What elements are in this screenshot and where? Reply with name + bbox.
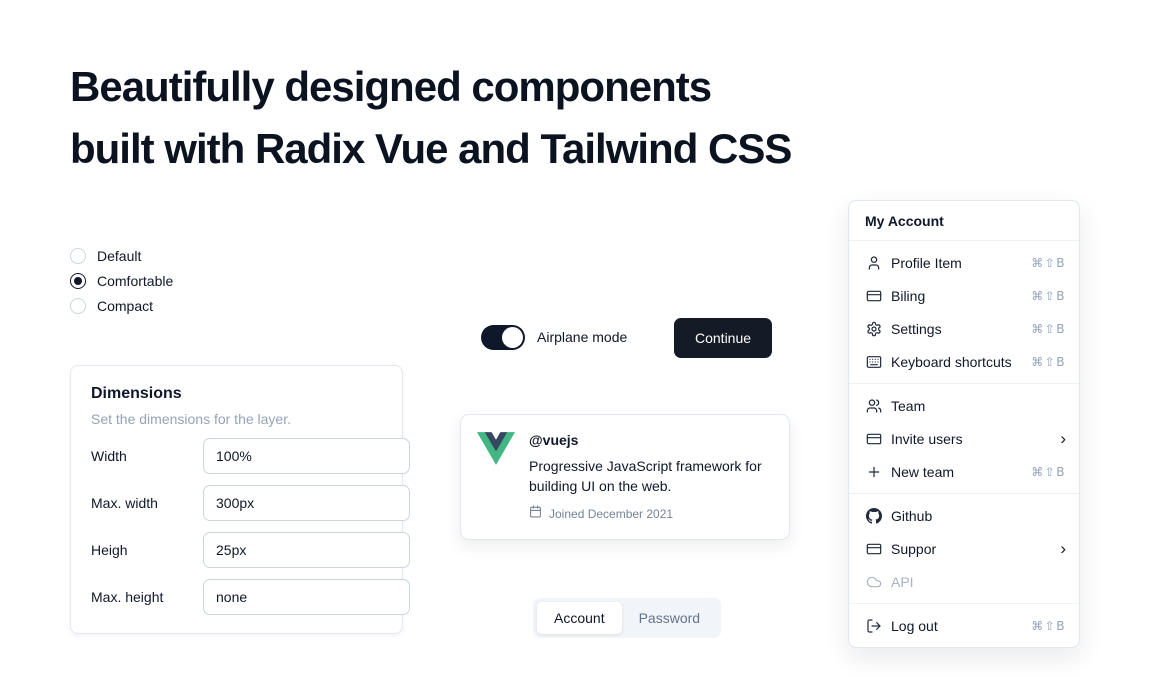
chevron-right-icon: › bbox=[1060, 539, 1066, 558]
shortcut-hint: ⌘⇧B bbox=[1031, 618, 1066, 633]
dimensions-row-max-width: Max. width bbox=[91, 485, 410, 521]
height-label: Heigh bbox=[91, 542, 128, 558]
airplane-mode-label: Airplane mode bbox=[537, 329, 628, 345]
tab-account[interactable]: Account bbox=[537, 602, 622, 634]
menu-item-team[interactable]: Team bbox=[849, 389, 1079, 422]
dimensions-card-title: Dimensions bbox=[91, 385, 182, 402]
menu-item-keyboard-shortcuts[interactable]: Keyboard shortcuts ⌘⇧B bbox=[849, 345, 1079, 378]
vue-logo-icon bbox=[477, 432, 515, 523]
account-dropdown-menu: My Account Profile Item ⌘⇧B Biling ⌘⇧B bbox=[848, 200, 1080, 648]
page-title-line-2: built with Radix Vue and Tailwind CSS bbox=[70, 125, 792, 172]
shortcut-hint: ⌘⇧B bbox=[1031, 321, 1066, 336]
width-label: Width bbox=[91, 448, 127, 464]
vuejs-handle: @vuejs bbox=[529, 432, 579, 448]
density-radio-group: Default Comfortable Compact bbox=[70, 248, 173, 314]
radio-label: Compact bbox=[97, 298, 154, 314]
shortcut-hint: ⌘⇧B bbox=[1031, 354, 1066, 369]
switch-knob bbox=[502, 326, 523, 348]
gear-icon bbox=[865, 320, 882, 337]
max-height-label: Max. height bbox=[91, 589, 164, 605]
user-icon bbox=[865, 254, 882, 271]
menu-item-invite-users[interactable]: Invite users › bbox=[849, 422, 1079, 455]
menu-item-profile[interactable]: Profile Item ⌘⇧B bbox=[849, 246, 1079, 279]
dimensions-card-subtitle: Set the dimensions for the layer. bbox=[91, 411, 291, 427]
tab-password[interactable]: Password bbox=[622, 602, 717, 634]
dimensions-row-max-height: Max. height bbox=[91, 579, 410, 615]
airplane-mode-switch[interactable] bbox=[481, 324, 525, 350]
menu-item-api: API bbox=[849, 565, 1079, 598]
menu-item-log-out[interactable]: Log out ⌘⇧B bbox=[849, 609, 1079, 642]
radio-circle-icon bbox=[70, 248, 86, 264]
keyboard-icon bbox=[865, 353, 882, 370]
plus-icon bbox=[865, 463, 882, 480]
continue-button[interactable]: Continue bbox=[674, 318, 773, 358]
cloud-icon bbox=[865, 573, 882, 590]
shortcut-hint: ⌘⇧B bbox=[1031, 464, 1066, 479]
radio-option-default[interactable]: Default bbox=[70, 248, 173, 264]
users-icon bbox=[865, 397, 882, 414]
page-title: Beautifully designed components built wi… bbox=[70, 56, 792, 180]
menu-item-settings[interactable]: Settings ⌘⇧B bbox=[849, 312, 1079, 345]
menu-group-profile: Profile Item ⌘⇧B Biling ⌘⇧B Settings ⌘⇧B bbox=[849, 240, 1079, 383]
radio-option-compact[interactable]: Compact bbox=[70, 298, 173, 314]
radio-circle-selected-icon bbox=[70, 273, 86, 289]
menu-item-support[interactable]: Suppor › bbox=[849, 532, 1079, 565]
chevron-right-icon: › bbox=[1060, 429, 1066, 448]
dimensions-card: Dimensions Set the dimensions for the la… bbox=[70, 365, 410, 634]
vuejs-hover-card: @vuejs Progressive JavaScript framework … bbox=[460, 414, 790, 540]
radio-label: Default bbox=[97, 248, 142, 264]
airplane-mode-row: Airplane mode bbox=[481, 324, 627, 350]
joined-row: Joined December 2021 bbox=[529, 505, 773, 523]
menu-group-team: Team Invite users › New team ⌘⇧B bbox=[849, 383, 1079, 493]
menu-item-new-team[interactable]: New team ⌘⇧B bbox=[849, 455, 1079, 488]
vuejs-description: Progressive JavaScript framework for bui… bbox=[529, 458, 762, 494]
menu-group-resources: Github Suppor › API bbox=[849, 493, 1079, 603]
shortcut-hint: ⌘⇧B bbox=[1031, 255, 1066, 270]
max-width-label: Max. width bbox=[91, 495, 158, 511]
radio-option-comfortable[interactable]: Comfortable bbox=[70, 273, 173, 289]
page-title-line-1: Beautifully designed components bbox=[70, 63, 712, 110]
calendar-icon bbox=[529, 505, 542, 523]
height-input[interactable] bbox=[203, 532, 410, 568]
account-password-tabs: Account Password bbox=[533, 598, 722, 638]
menu-item-github[interactable]: Github bbox=[849, 499, 1079, 532]
joined-text: Joined December 2021 bbox=[549, 507, 674, 521]
width-input[interactable] bbox=[203, 438, 410, 474]
menu-title: My Account bbox=[865, 213, 944, 229]
radio-circle-icon bbox=[70, 298, 86, 314]
hover-card-content: @vuejs Progressive JavaScript framework … bbox=[529, 432, 773, 523]
max-width-input[interactable] bbox=[203, 485, 410, 521]
credit-card-icon bbox=[865, 540, 882, 557]
menu-group-logout: Log out ⌘⇧B bbox=[849, 603, 1079, 647]
shortcut-hint: ⌘⇧B bbox=[1031, 288, 1066, 303]
github-icon bbox=[865, 507, 882, 524]
credit-card-icon bbox=[865, 430, 882, 447]
radio-label: Comfortable bbox=[97, 273, 174, 289]
credit-card-icon bbox=[865, 287, 882, 304]
max-height-input[interactable] bbox=[203, 579, 410, 615]
dimensions-row-height: Heigh bbox=[91, 532, 410, 568]
dimensions-row-width: Width bbox=[91, 438, 410, 474]
log-out-icon bbox=[865, 617, 882, 634]
menu-item-billing[interactable]: Biling ⌘⇧B bbox=[849, 279, 1079, 312]
